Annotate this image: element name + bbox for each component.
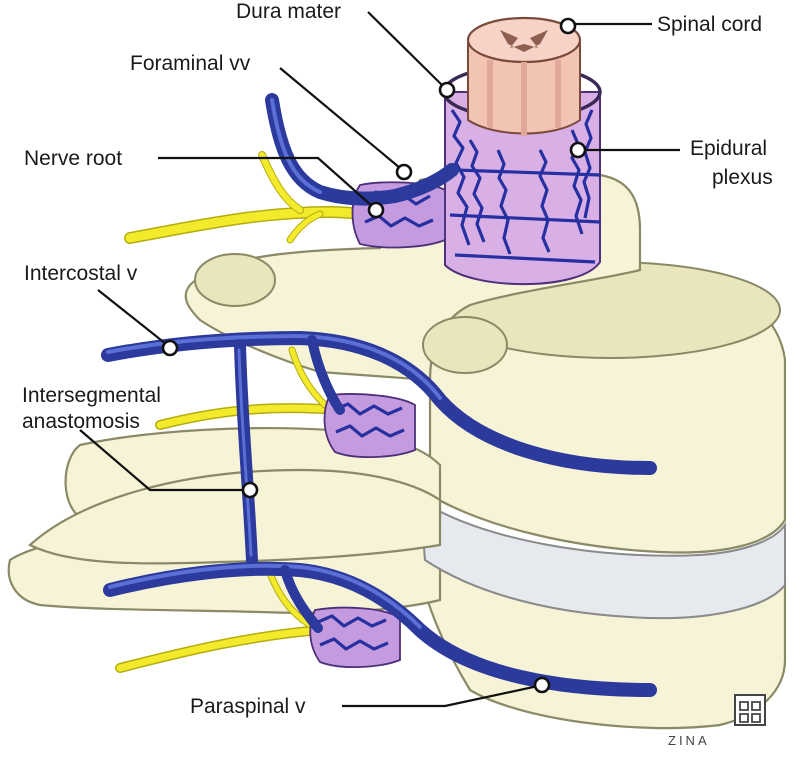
label-spinal-cord: Spinal cord bbox=[657, 13, 762, 36]
label-foraminal-vv: Foraminal vv bbox=[130, 52, 251, 75]
intervertebral-disc bbox=[418, 498, 786, 620]
foraminal-sleeves bbox=[309, 181, 446, 668]
label-epidural-line1: Epidural bbox=[690, 137, 767, 160]
label-intersegmental-line1: Intersegmental bbox=[22, 384, 161, 407]
leaders bbox=[79, 11, 680, 708]
logo-mark-pattern-icon bbox=[739, 701, 761, 723]
label-dura-mater: Dura mater bbox=[236, 0, 341, 23]
label-paraspinal-v: Paraspinal v bbox=[190, 695, 306, 718]
label-epidural-line2: plexus bbox=[712, 166, 773, 189]
epidural-plexus bbox=[449, 109, 601, 264]
dura-and-cord bbox=[442, 16, 602, 286]
artist-signature: ZINA bbox=[668, 694, 766, 748]
label-nerve-root: Nerve root bbox=[24, 147, 122, 170]
label-intersegmental-line2: anastomosis bbox=[22, 410, 140, 433]
veins bbox=[101, 93, 657, 697]
signature-text: ZINA bbox=[668, 733, 710, 748]
label-intercostal-v: Intercostal v bbox=[24, 262, 138, 285]
